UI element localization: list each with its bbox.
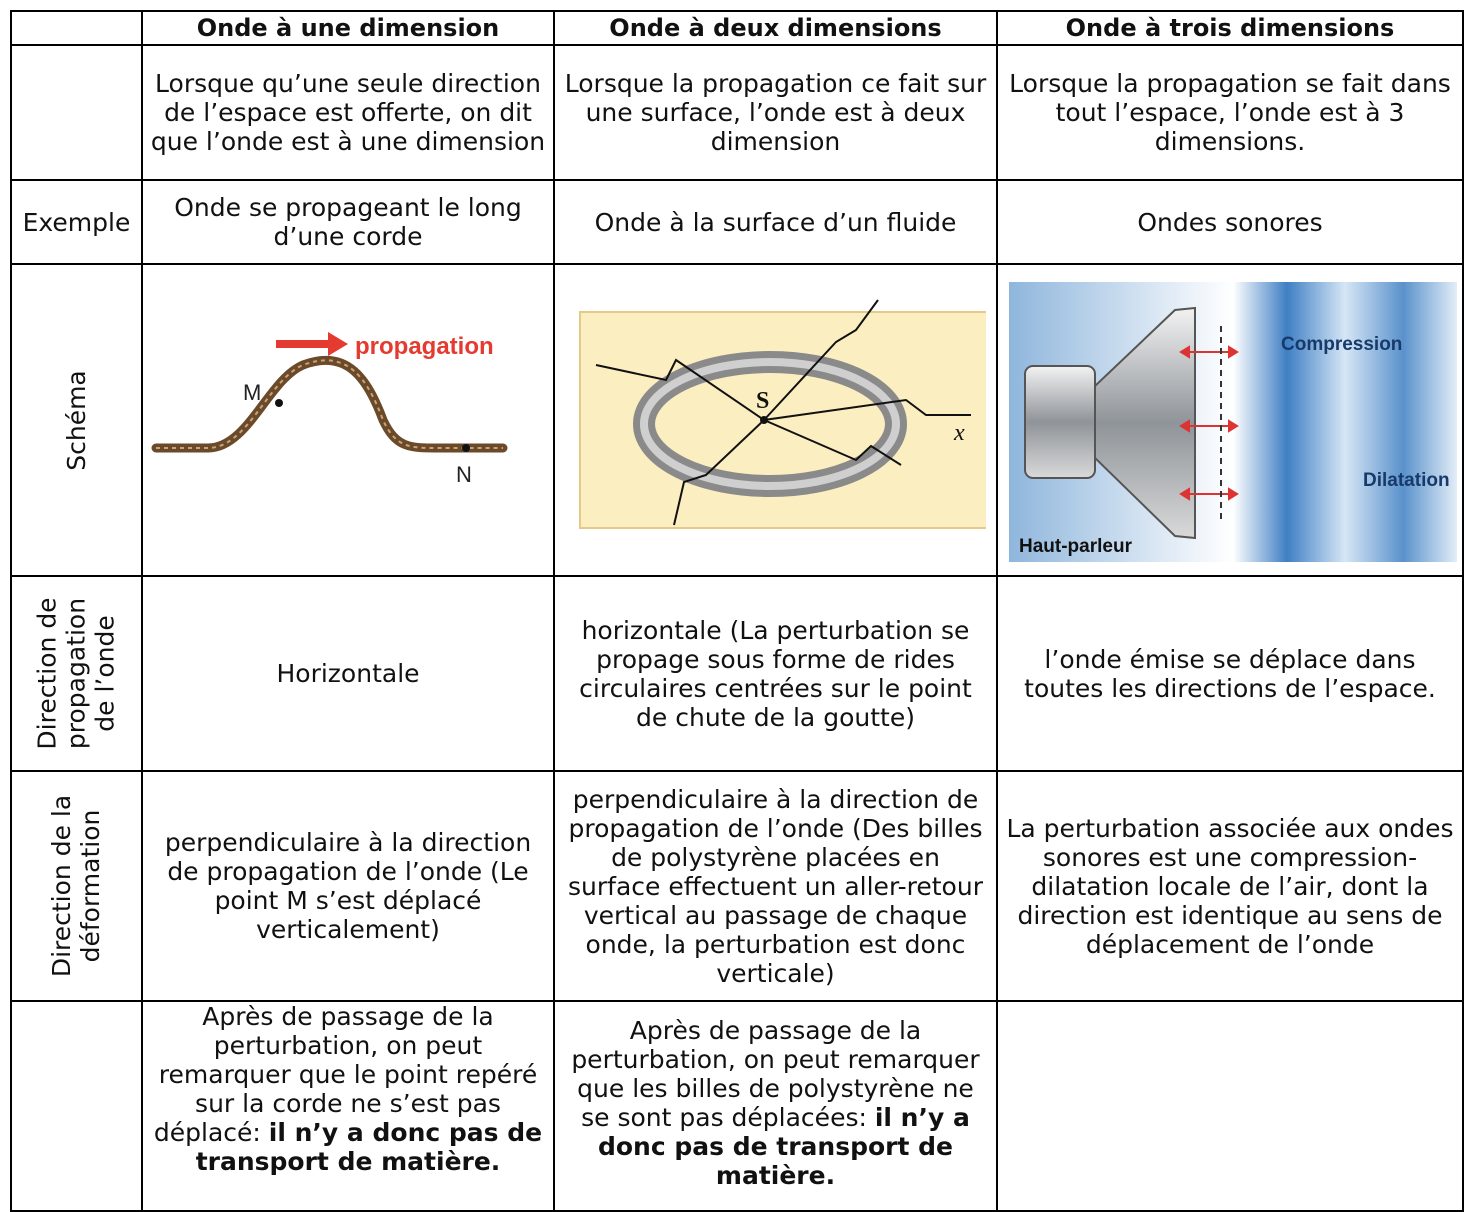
schema-label: Schéma xyxy=(61,369,91,471)
direction-deformation-one-dimension: perpendiculaire à la direction de propag… xyxy=(141,770,555,1002)
example-one-dimension: Onde se propageant le long d’une corde xyxy=(141,179,555,265)
schema-two-dimensions: S x xyxy=(553,263,998,577)
definition-one-dimension: Lorsque qu’une seule direction de l’espa… xyxy=(141,44,555,181)
source-point xyxy=(759,416,768,424)
vibration-arrows xyxy=(1179,345,1239,501)
definition-two-dimensions: Lorsque la propagation ce fait sur une s… xyxy=(553,44,998,181)
example-three-dimensions: Ondes sonores xyxy=(996,179,1464,265)
rope xyxy=(151,355,508,453)
header-three-dimensions: Onde à trois dimensions xyxy=(996,10,1464,46)
transport-label xyxy=(10,1000,143,1212)
speaker-magnet xyxy=(1024,365,1096,479)
transport-two-dimensions-conclusion: il n’y a donc pas de transport de matièr… xyxy=(597,1103,970,1190)
rope-wave-diagram: propagation M N xyxy=(151,332,508,487)
wave-comparison-table: Onde à une dimension Onde à deux dimensi… xyxy=(10,10,1464,1212)
dilatation-label: Dilatation xyxy=(1363,470,1450,491)
header-two-dimensions: Onde à deux dimensions xyxy=(553,10,998,46)
header-one-dimension: Onde à une dimension xyxy=(141,10,555,46)
propagation-label: propagation xyxy=(355,333,494,360)
point-m-marker xyxy=(275,399,283,407)
schema-three-dimensions: Compression Dilatation Haut-parleur xyxy=(996,263,1464,577)
point-m-label: M xyxy=(243,380,261,405)
direction-propagation-one-dimension: Horizontale xyxy=(141,575,555,772)
ray-lines xyxy=(595,299,971,526)
transport-three-dimensions xyxy=(996,1000,1464,1212)
definition-row: Lorsque qu’une seule direction de l’espa… xyxy=(10,44,1464,181)
compression-label: Compression xyxy=(1281,334,1402,355)
transport-row: Après de passage de la perturbation, on … xyxy=(10,1000,1464,1212)
example-row: Exemple Onde se propageant le long d’une… xyxy=(10,179,1464,265)
example-two-dimensions: Onde à la surface d’un fluide xyxy=(553,179,998,265)
surface-wave-diagram: S x xyxy=(578,299,986,529)
speaker-label: Haut-parleur xyxy=(1019,536,1133,557)
direction-propagation-three-dimensions: l’onde émise se déplace dans toutes les … xyxy=(996,575,1464,772)
point-n-marker xyxy=(462,444,470,452)
direction-deformation-three-dimensions: La perturbation associée aux ondes sonor… xyxy=(996,770,1464,1002)
transport-one-dimension-conclusion: il n’y a donc pas de transport de matièr… xyxy=(195,1118,543,1176)
schema-one-dimension: propagation M N xyxy=(141,263,555,577)
schema-row: Schéma propagation M N xyxy=(10,263,1464,577)
schema-label-cell: Schéma xyxy=(10,263,143,577)
transport-two-dimensions: Après de passage de la perturbation, on … xyxy=(553,1000,998,1212)
sound-wave-diagram: Compression Dilatation Haut-parleur xyxy=(1009,282,1457,562)
point-n-label: N xyxy=(456,462,472,487)
axis-x-label: x xyxy=(953,420,965,446)
definition-label xyxy=(10,44,143,181)
direction-propagation-two-dimensions: horizontale (La perturbation se propage … xyxy=(553,575,998,772)
transport-one-dimension: Après de passage de la perturbation, on … xyxy=(141,1000,555,1212)
direction-deformation-two-dimensions: perpendiculaire à la direction de propag… xyxy=(553,770,998,1002)
source-label: S xyxy=(756,388,769,414)
speaker-cone xyxy=(1094,306,1196,540)
header-row: Onde à une dimension Onde à deux dimensi… xyxy=(10,10,1464,46)
header-corner xyxy=(10,10,143,46)
definition-three-dimensions: Lorsque la propagation se fait dans tout… xyxy=(996,44,1464,181)
propagation-arrow xyxy=(276,332,348,356)
example-label: Exemple xyxy=(10,179,143,265)
